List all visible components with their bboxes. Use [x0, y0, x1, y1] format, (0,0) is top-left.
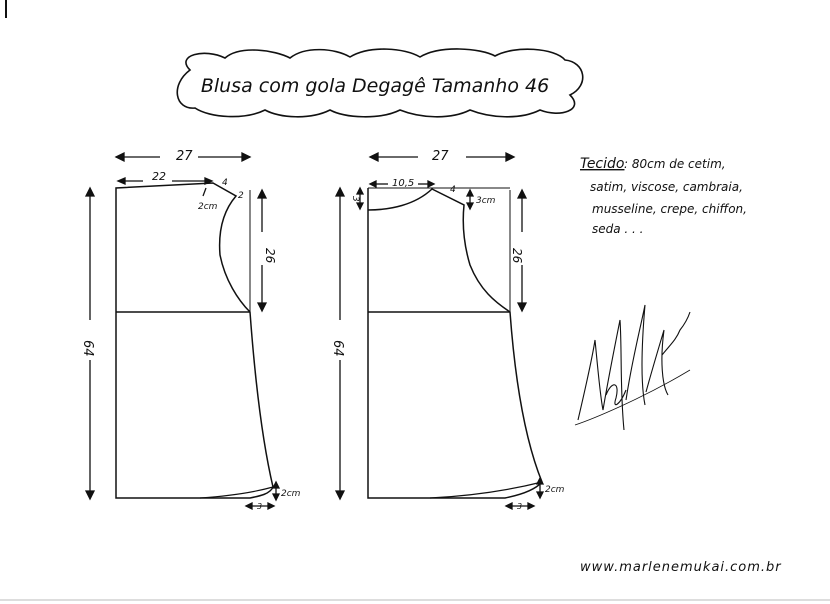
fabric-line-2: satim, viscose, cambraia, — [590, 180, 743, 194]
front-armhole-label: 26 — [263, 248, 277, 264]
front-hem-rise-label: 2cm — [281, 489, 301, 499]
front-width-label: 27 — [176, 149, 193, 164]
back-neck-drop-label: 3 — [350, 196, 360, 202]
front-neck-drop-label: 2cm — [198, 202, 218, 212]
fabric-line-4: seda . . . — [592, 222, 644, 236]
front-piece — [115, 182, 274, 499]
back-shoulder-len-label: 4 — [450, 185, 456, 195]
back-piece — [367, 187, 543, 499]
fabric-label: Tecido — [580, 156, 624, 172]
front-shoulder-len-label: 4 — [222, 178, 228, 188]
fabric-line-3: musseline, crepe, chiffon, — [592, 202, 747, 216]
title-cloud — [176, 48, 584, 118]
back-outline — [367, 188, 543, 499]
back-armhole-label: 26 — [510, 248, 524, 264]
back-neck-width-label: 10,5 — [392, 178, 414, 189]
front-dimensions — [84, 151, 281, 511]
pattern-title: Blusa com gola Degagê Tamanho 46 — [201, 75, 549, 97]
fabric-line-1: : 80cm de cetim, — [624, 157, 726, 171]
front-neck-side-label: 2 — [238, 191, 244, 201]
front-length-label: 64 — [80, 340, 95, 357]
website-url: www.marlenemukai.com.br — [580, 560, 782, 575]
back-length-label: 64 — [330, 340, 345, 357]
signature — [574, 304, 691, 431]
fabric-note: Tecido : 80cm de cetim, satim, viscose, … — [580, 156, 747, 236]
back-shoulder-drop-label: 3cm — [476, 196, 496, 206]
front-shoulder-start-label: 22 — [152, 170, 166, 183]
back-hem-flare-label: 3 — [517, 502, 522, 511]
back-hem-rise-label: 2cm — [545, 485, 565, 495]
back-hem-curve — [429, 481, 543, 499]
back-dimensions — [334, 151, 545, 511]
front-hem-curve — [199, 486, 274, 499]
front-hem-flare-label: 3 — [257, 502, 262, 511]
front-outline — [115, 182, 274, 499]
back-width-label: 27 — [432, 149, 449, 164]
